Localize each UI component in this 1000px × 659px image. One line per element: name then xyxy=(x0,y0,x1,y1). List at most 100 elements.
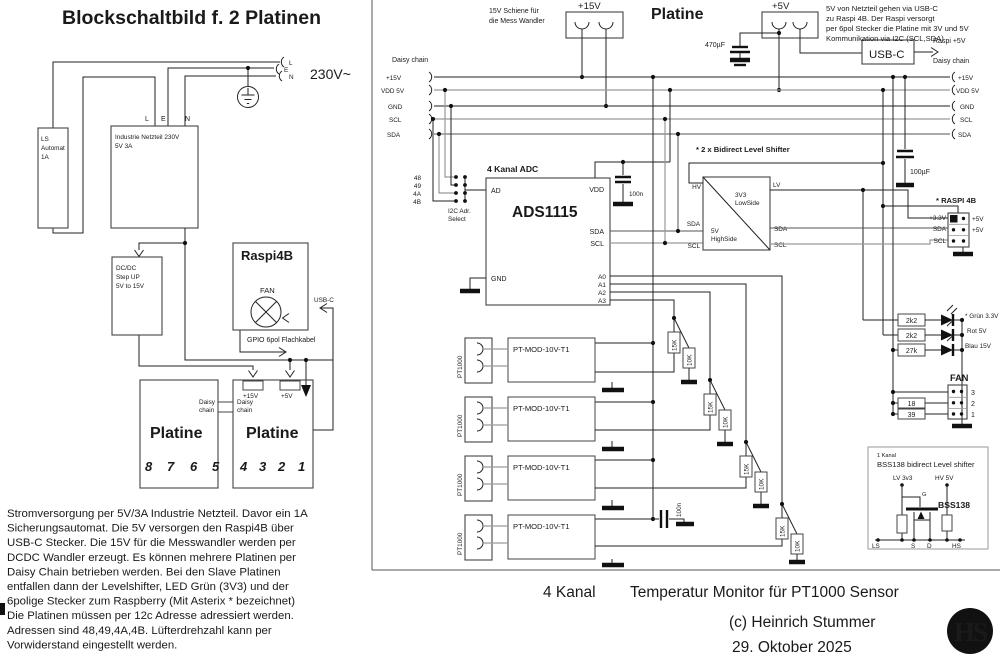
sensor-pin-icon xyxy=(476,342,484,373)
pt-module: PT-MOD-10V-T1 PT1000 xyxy=(457,455,624,511)
daisy-label: Daisy xyxy=(237,399,254,406)
cap-100uf-label: 100µF xyxy=(910,169,930,176)
pullup-resistor xyxy=(896,514,908,534)
jack-l-icon xyxy=(280,56,285,68)
usbc-port-label: USB-C xyxy=(314,297,334,304)
svg-text:2: 2 xyxy=(971,401,975,408)
schematic-title: Platine xyxy=(651,6,704,23)
power-in-arrow-icon xyxy=(301,385,311,397)
svg-text:39: 39 xyxy=(908,412,916,419)
board-pin: 4 xyxy=(239,459,248,474)
bss138-inset: 1 Kanal BSS138 bidirect Level shifter LV… xyxy=(867,446,989,550)
resistor-label: 2k2 xyxy=(906,318,917,325)
svg-text:SCL: SCL xyxy=(389,117,402,124)
raspi-header: * RASPI 4B +3.3V SDA SCL +5V +5V xyxy=(883,196,984,257)
svg-text:+5V: +5V xyxy=(972,227,984,234)
psu-pin-l: L xyxy=(145,116,149,123)
led-green-icon xyxy=(925,304,962,326)
svg-text:HV: HV xyxy=(692,184,702,191)
svg-text:DCDC Wandler erzeugt. Es könn: DCDC Wandler erzeugt. Es können mehrere … xyxy=(7,552,296,564)
svg-text:+3.3V: +3.3V xyxy=(929,215,947,222)
svg-text:D: D xyxy=(927,543,932,550)
svg-text:PT-MOD-10V-T1: PT-MOD-10V-T1 xyxy=(513,463,570,472)
conn-15v-tab xyxy=(242,380,264,391)
svg-text:SDA: SDA xyxy=(958,132,972,139)
svg-text:SCL: SCL xyxy=(688,243,701,250)
jack-e-icon xyxy=(275,63,280,75)
svg-text:+15V: +15V xyxy=(386,75,402,82)
svg-text:HV 5V: HV 5V xyxy=(935,475,954,482)
svg-text:GND: GND xyxy=(491,276,507,283)
svg-text:PT1000: PT1000 xyxy=(457,473,464,496)
svg-text:1: 1 xyxy=(971,412,975,419)
svg-text:PT-MOD-10V-T1: PT-MOD-10V-T1 xyxy=(513,404,570,413)
daisy-jack-right-icon xyxy=(951,71,956,140)
svg-text:USB-C Stecker. Die 15V für di: USB-C Stecker. Die 15V für die Messwandl… xyxy=(7,537,296,549)
led-green-label: * Grün 3.3V xyxy=(965,313,999,320)
plug-arrow-icon xyxy=(248,370,258,378)
plug-arrow-icon xyxy=(134,249,144,258)
adc-title: 4 Kanal ADC xyxy=(487,164,538,174)
conn-5v-input: +5V 470µF USB-C Raspi +5V xyxy=(705,1,966,93)
svg-text:SCL: SCL xyxy=(590,241,604,248)
svg-text:7: 7 xyxy=(167,459,175,474)
raspi-header-title: * RASPI 4B xyxy=(936,196,977,205)
power-wiring: GPIO 6pol Flachkabel xyxy=(134,228,334,431)
addr-48: 48 xyxy=(414,175,422,182)
hs-logo: HS xyxy=(947,608,993,654)
svg-text:zu Raspi 4B. Der Raspi versor: zu Raspi 4B. Der Raspi versorgt xyxy=(826,14,935,23)
conn-5v-label: +5V xyxy=(772,1,790,12)
divider-ch2: 15K 10K xyxy=(595,377,733,447)
socket-pin-icon xyxy=(771,21,808,30)
bss-title: BSS138 bidirect Level shifter xyxy=(877,460,975,469)
svg-text:+5V: +5V xyxy=(972,216,984,223)
svg-text:3V3: 3V3 xyxy=(735,192,747,199)
mains-n-label: N xyxy=(289,74,294,81)
divider-ch4: 15K 10K xyxy=(595,501,805,565)
breaker-label: LS xyxy=(41,136,49,143)
fan-resistor-18: 18 xyxy=(908,401,916,408)
svg-text:Automat: Automat xyxy=(41,145,65,152)
svg-text:6polige Stecker zum Raspberry: 6polige Stecker zum Raspberry (Mit Aster… xyxy=(7,596,295,608)
led-red-label: Rot 5V xyxy=(967,328,987,335)
i2c-address-select: 48 49 4A 4B I2C Adr. Select xyxy=(413,87,486,223)
block-diagram: Blockschaltbild f. 2 Platinen L E N 230V… xyxy=(7,7,351,651)
svg-text:10K: 10K xyxy=(759,478,766,490)
daisy-bus: Daisy chain +15V VDD 5V GND SCL SDA Dais… xyxy=(381,57,980,140)
svg-text:2: 2 xyxy=(277,459,286,474)
tab-5v-label: +5V xyxy=(281,393,293,400)
psu-pin-e: E xyxy=(161,116,166,123)
svg-text:SDA: SDA xyxy=(387,132,401,139)
fan-title: FAN xyxy=(950,373,969,383)
footer-credit: (c) Heinrich Stummer xyxy=(729,614,875,631)
svg-text:SCL: SCL xyxy=(774,242,787,249)
board-left: Platine 8 7 6 5 Daisy chain xyxy=(139,379,220,489)
capacitor-100uf-icon xyxy=(896,149,914,159)
svg-text:VDD 5V: VDD 5V xyxy=(381,88,405,95)
svg-text:+15V: +15V xyxy=(958,75,974,82)
svg-text:SDA: SDA xyxy=(687,221,701,228)
daisy-label: Daisy xyxy=(199,399,216,406)
tab-15v-label: +15V xyxy=(243,393,259,400)
sensor-pin-icon xyxy=(476,401,484,432)
led-blue-icon xyxy=(925,335,962,356)
dcdc-box: DC/DC Step UP 5V to 15V xyxy=(111,256,163,336)
level-shifter: * 2 x Bidirect Level Shifter HV LV 3V3 L… xyxy=(687,87,948,335)
pt-module: PT-MOD-10V-T1 PT1000 xyxy=(457,514,624,568)
svg-text:A2: A2 xyxy=(598,290,606,297)
svg-text:Adressen sind 48,49,4A,4B. Lüf: Adressen sind 48,49,4A,4B. Lüfterdrehzah… xyxy=(7,625,272,637)
svg-text:PT1000: PT1000 xyxy=(457,414,464,437)
mosfet-arrow-icon xyxy=(917,511,925,519)
plug-arrow-icon xyxy=(930,47,939,57)
svg-text:5V to 15V: 5V to 15V xyxy=(116,283,145,290)
svg-text:entfallen dann der Levelshift: entfallen dann der Levelshifter, LED Grü… xyxy=(7,581,289,593)
footer-date: 29. Oktober 2025 xyxy=(732,639,852,656)
svg-text:SDA: SDA xyxy=(933,226,947,233)
svg-text:HS: HS xyxy=(952,543,961,550)
breaker-box: LS Automat 1A xyxy=(37,127,69,229)
svg-text:5: 5 xyxy=(212,459,220,474)
status-leds: 2k2 2k2 27k * Grün 3.3V Rot 5V Blau 15V xyxy=(863,74,999,424)
fan-label: FAN xyxy=(260,286,275,295)
svg-text:PT1000: PT1000 xyxy=(457,532,464,555)
